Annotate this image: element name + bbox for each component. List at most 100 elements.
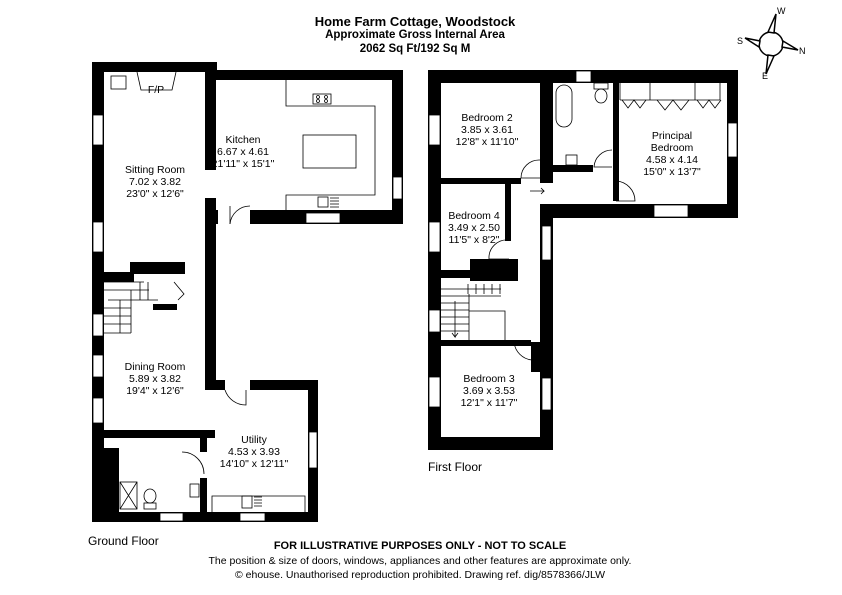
- copyright: © ehouse. Unauthorised reproduction proh…: [234, 569, 605, 581]
- room-bedroom-4: Bedroom 4 3.49 x 2.50 11'5" x 8'2": [448, 210, 500, 246]
- room-name: Bedroom 4: [448, 210, 500, 222]
- wardrobes: [619, 83, 721, 101]
- hob-icon: [312, 93, 332, 105]
- room-name: Utility: [241, 434, 267, 446]
- room-name: Kitchen: [225, 134, 261, 146]
- door-swing: [520, 159, 541, 179]
- arrow-icon: [530, 187, 545, 195]
- first-floor-fixtures: [441, 82, 722, 361]
- room-size-metric: 3.49 x 2.50: [448, 222, 500, 234]
- sink-icon: [241, 495, 253, 509]
- compass-icon: [744, 13, 799, 75]
- window: [575, 70, 592, 83]
- basin-icon: [565, 154, 578, 166]
- room-size-imperial: 12'1" x 11'7": [460, 397, 518, 409]
- window: [541, 377, 552, 411]
- window: [92, 397, 104, 424]
- disclaimer-note: The position & size of doors, windows, a…: [208, 555, 632, 567]
- disclaimer: FOR ILLUSTRATIVE PURPOSES ONLY - NOT TO …: [273, 540, 567, 552]
- window: [653, 204, 689, 218]
- fireplace-label: F/P: [147, 84, 165, 96]
- room-size-imperial: 23'0" x 12'6": [126, 188, 184, 200]
- room-size-imperial: 19'4" x 12'6": [126, 385, 184, 397]
- window: [239, 512, 266, 522]
- utility-worktop: [211, 495, 306, 512]
- toilet-icon: [594, 88, 608, 104]
- plan-area: 2062 Sq Ft/192 Sq M: [359, 43, 471, 55]
- window: [392, 176, 403, 200]
- sink-icon: [317, 196, 329, 208]
- door-swing: [229, 205, 251, 225]
- kitchen-island: [302, 134, 357, 169]
- room-principal-bedroom: Principal Bedroom 4.58 x 4.14 15'0" x 13…: [643, 130, 701, 178]
- staircase: [441, 288, 506, 340]
- drainer-icon: [330, 197, 339, 208]
- window: [159, 512, 184, 522]
- room-name-line-2: Bedroom: [650, 142, 694, 154]
- staircase: [104, 281, 158, 334]
- window: [428, 114, 441, 146]
- bath-icon: [555, 84, 573, 128]
- window: [541, 225, 552, 261]
- compass-s: S: [737, 36, 743, 46]
- room-name: Bedroom 3: [463, 373, 515, 385]
- room-bedroom-3: Bedroom 3 3.69 x 3.53 12'1" x 11'7": [461, 373, 518, 409]
- room-name: Dining Room: [124, 361, 186, 373]
- ground-floor-windows: [92, 114, 403, 522]
- room-size-imperial: 12'8" x 11'10": [455, 136, 519, 148]
- room-kitchen: Kitchen 6.67 x 4.61 21'11" x 15'1": [212, 134, 275, 170]
- room-name: Principal: [651, 130, 693, 142]
- basin-icon: [189, 483, 200, 498]
- room-size-metric: 3.85 x 3.61: [461, 124, 513, 136]
- room-size-imperial: 21'11" x 15'1": [211, 158, 275, 170]
- room-size-metric: 3.69 x 3.53: [463, 385, 515, 397]
- first-floor-label: First Floor: [428, 460, 482, 474]
- room-bedroom-2: Bedroom 2 3.85 x 3.61 12'8" x 11'10": [456, 112, 519, 148]
- first-floor-windows: [428, 70, 738, 411]
- toilet-icon: [143, 488, 157, 504]
- room-size-metric: 7.02 x 3.82: [129, 176, 181, 188]
- fireplace: [136, 71, 177, 91]
- room-size-metric: 4.53 x 3.93: [228, 446, 280, 458]
- door-swing: [593, 149, 613, 168]
- shower-icon: [119, 481, 138, 510]
- cupboard: [110, 75, 127, 90]
- compass-w: W: [777, 6, 786, 16]
- room-size-imperial: 14'10" x 12'11": [219, 458, 289, 470]
- door-swing: [488, 239, 510, 260]
- door-swing: [181, 451, 205, 475]
- door-swing: [224, 389, 247, 406]
- door-swing: [513, 341, 533, 361]
- window: [92, 313, 104, 337]
- ground-floor-label: Ground Floor: [88, 534, 159, 548]
- room-size-metric: 4.58 x 4.14: [646, 154, 698, 166]
- room-size-imperial: 11'5" x 8'2": [448, 234, 500, 246]
- room-name: Sitting Room: [124, 164, 186, 176]
- window: [92, 114, 104, 146]
- window: [428, 376, 441, 408]
- window: [308, 431, 318, 469]
- compass-e: E: [762, 71, 768, 81]
- room-size-imperial: 15'0" x 13'7": [643, 166, 701, 178]
- room-size-metric: 6.67 x 4.61: [217, 146, 269, 158]
- room-utility: Utility 4.53 x 3.93 14'10" x 12'11": [220, 434, 289, 470]
- plan-subtitle: Approximate Gross Internal Area: [325, 29, 505, 41]
- room-sitting-room: Sitting Room 7.02 x 3.82 23'0" x 12'6": [125, 164, 185, 200]
- window: [727, 122, 738, 158]
- window: [428, 221, 441, 253]
- door-swing: [615, 180, 636, 202]
- room-dining-room: Dining Room 5.89 x 3.82 19'4" x 12'6": [125, 361, 186, 397]
- arrow-icon: [451, 301, 459, 339]
- window: [305, 212, 341, 224]
- ground-floor-fixtures: [104, 71, 376, 512]
- room-name: Bedroom 2: [461, 112, 513, 124]
- first-floor-walls: [428, 70, 738, 450]
- window: [92, 354, 104, 378]
- room-size-metric: 5.89 x 3.82: [129, 373, 181, 385]
- ground-floor-walls: [92, 62, 403, 522]
- cupboard-door: [173, 281, 185, 301]
- window: [428, 309, 441, 333]
- window: [92, 221, 104, 253]
- kitchen-worktop: [285, 80, 376, 210]
